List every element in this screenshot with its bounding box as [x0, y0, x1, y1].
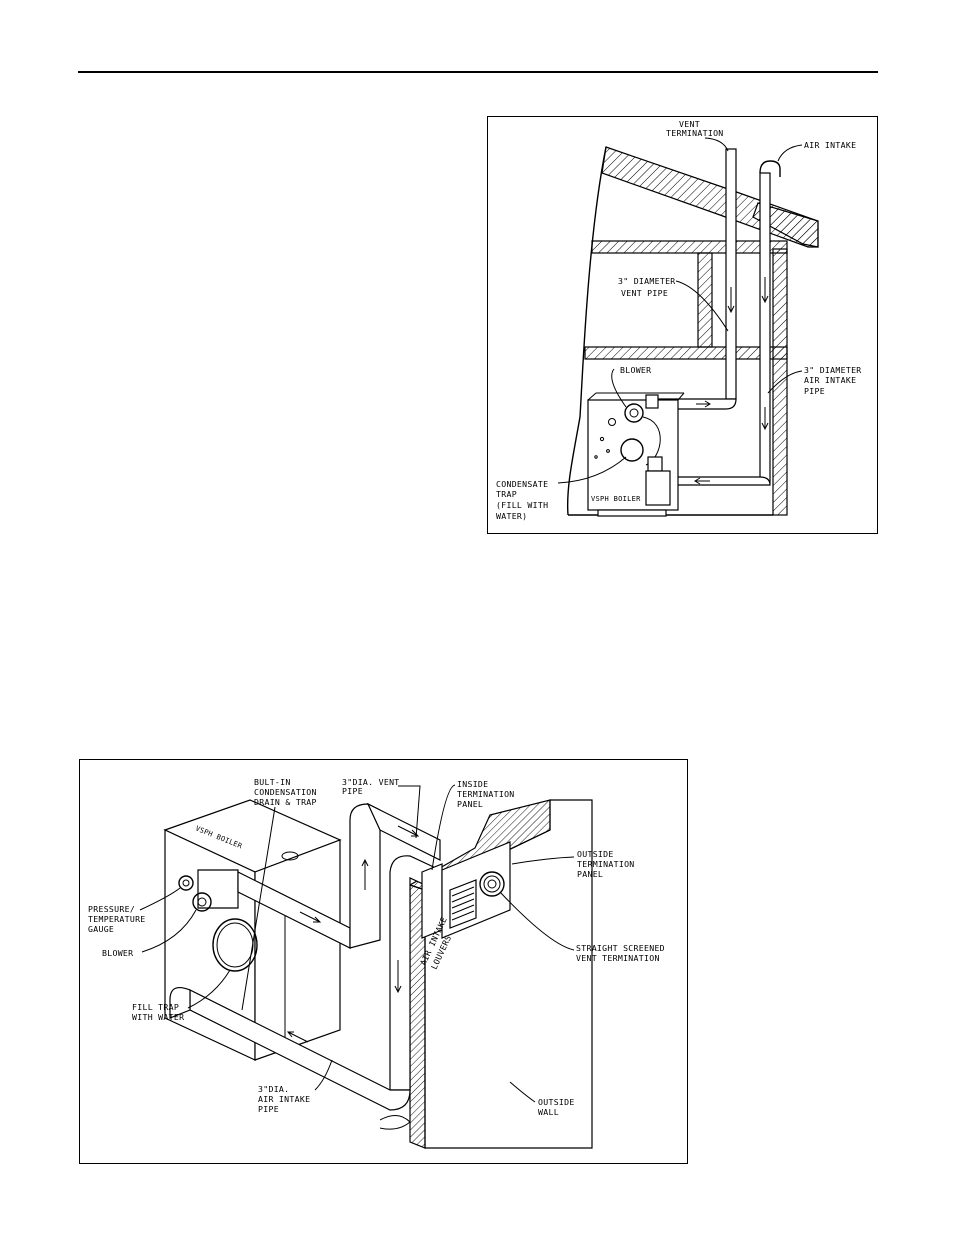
blower-circle — [624, 403, 644, 423]
label-inside-panel-line2: TERMINATION — [457, 789, 515, 799]
label-straight-termination-line1: STRAIGHT SCREENED — [576, 943, 665, 953]
label-air-intake: AIR INTAKE — [804, 140, 856, 150]
label-outside-wall-line1: OUTSIDE — [538, 1097, 575, 1107]
air-intake-pipe-horizontal — [659, 476, 771, 486]
label-gauge-line1: PRESSURE/ — [88, 904, 135, 914]
label-straight-termination-line2: VENT TERMINATION — [576, 953, 660, 963]
label-outside-panel-line3: PANEL — [577, 869, 603, 879]
label-air-intake-pipe-line1: 3" DIAMETER — [804, 365, 862, 375]
leader-vent-termination — [704, 137, 729, 152]
intake-flow-arrow — [761, 277, 769, 304]
boiler-base — [597, 509, 667, 517]
leader-straight-termination — [499, 891, 575, 951]
label-outside-panel-line1: OUTSIDE — [577, 849, 614, 859]
label-vent-pipe-line2: VENT PIPE — [621, 288, 668, 298]
horizontal-vent-drawing: VSPH BOILER BULT-IN CONDENSATION DRAIN &… — [88, 777, 665, 1149]
leader-gauge — [139, 887, 181, 911]
intake-horizontal-arrow — [694, 477, 710, 485]
vertical-vent-drawing: VENT TERMINATION AIR INTAKE 3" DIAMETER … — [496, 119, 862, 521]
leader-vent-pipe — [675, 280, 729, 332]
label-gauge-line3: GAUGE — [88, 924, 114, 934]
label-intake-pipe-line2: AIR INTAKE — [258, 1094, 310, 1104]
pressure-gauge — [178, 875, 194, 891]
leader-outside-wall — [509, 1081, 536, 1103]
vent-pipe-upper — [366, 802, 441, 861]
vent-arrow-1 — [299, 911, 322, 923]
label-vent-pipe-line2: PIPE — [342, 786, 363, 796]
leader-air-intake-pipe — [767, 370, 803, 394]
vent-arrow-2 — [361, 858, 369, 890]
label-drain-line2: CONDENSATION — [254, 787, 317, 797]
leader-outside-panel — [511, 856, 575, 865]
leader-air-intake — [777, 144, 803, 162]
header-rule — [78, 71, 878, 73]
boiler-front-panel — [645, 470, 671, 506]
intake-lower-arrow — [761, 407, 769, 431]
wall-break-line — [379, 1115, 411, 1130]
intake-arrow-1 — [394, 960, 402, 994]
label-gauge-line2: TEMPERATURE — [88, 914, 146, 924]
vent-termination — [479, 871, 505, 897]
label-fill-line2: WITH WATER — [132, 1012, 184, 1022]
label-inside-panel-line1: INSIDE — [457, 779, 488, 789]
label-vent-termination-line2: TERMINATION — [666, 128, 724, 138]
label-condensate-line3: (FILL WITH — [496, 500, 548, 510]
intake-fitting — [647, 456, 663, 472]
building-outline — [566, 146, 607, 516]
air-intake-pipe-vertical — [759, 172, 771, 484]
leader-condensate — [557, 456, 627, 484]
lower-floor-slab — [584, 346, 788, 360]
blower-box — [645, 394, 659, 409]
label-condensate-line2: TRAP — [496, 489, 517, 499]
leader-drain — [241, 806, 276, 1011]
label-air-intake-pipe-line2: AIR INTAKE — [804, 375, 856, 385]
condensation-trap — [212, 918, 258, 972]
label-fill-line1: FILL TRAP — [132, 1002, 179, 1012]
label-air-intake-pipe-line3: PIPE — [804, 386, 825, 396]
leader-inside-panel — [431, 784, 456, 871]
leader-fill — [187, 969, 231, 1009]
condensate-trap — [620, 438, 644, 462]
label-vent-pipe-line1: 3" DIAMETER — [618, 276, 676, 286]
intake-pipe-upper — [389, 855, 441, 1091]
intake-pipe-elbow — [169, 987, 191, 1019]
label-outside-wall-line2: WALL — [538, 1107, 559, 1117]
vent-flow-arrow — [727, 287, 735, 314]
vent-arrow-3 — [397, 825, 420, 837]
label-drain-line1: BULT-IN — [254, 777, 291, 787]
boiler-side — [254, 839, 341, 1061]
air-intake-louvers — [449, 879, 477, 929]
leader-blower — [141, 909, 197, 953]
label-intake-pipe-line1: 3"DIA. — [258, 1084, 289, 1094]
label-blower: BLOWER — [102, 948, 133, 958]
horizontal-vent-diagram: VSPH BOILER BULT-IN CONDENSATION DRAIN &… — [79, 759, 688, 1164]
leader-vent-pipe — [398, 785, 421, 839]
vertical-vent-diagram: VENT TERMINATION AIR INTAKE 3" DIAMETER … — [487, 116, 878, 534]
label-boiler: VSPH BOILER — [591, 495, 641, 503]
label-condensate-line4: WATER) — [496, 511, 527, 521]
vent-horizontal-arrow — [696, 400, 711, 408]
label-outside-panel-line2: TERMINATION — [577, 859, 635, 869]
label-condensate-line1: CONDENSATE — [496, 479, 548, 489]
label-vent-termination-line1: VENT — [679, 119, 700, 129]
leader-intake-pipe — [314, 1059, 333, 1091]
air-intake-cap — [759, 160, 781, 177]
label-vent-pipe-line1: 3"DIA. VENT — [342, 777, 400, 787]
boiler-top-port — [281, 851, 299, 861]
label-intake-pipe-line3: PIPE — [258, 1104, 279, 1114]
label-blower: BLOWER — [620, 365, 651, 375]
upper-floor-slab — [591, 240, 788, 254]
label-inside-panel-line3: PANEL — [457, 799, 483, 809]
intake-pipe-lower — [189, 989, 411, 1111]
label-drain-line3: DRAIN & TRAP — [254, 797, 317, 807]
vent-pipe-vertical — [725, 148, 737, 400]
leader-blower — [611, 368, 627, 408]
blower-inlet — [192, 892, 212, 912]
blower-housing — [197, 869, 239, 909]
intake-arrow-2 — [286, 1031, 309, 1043]
